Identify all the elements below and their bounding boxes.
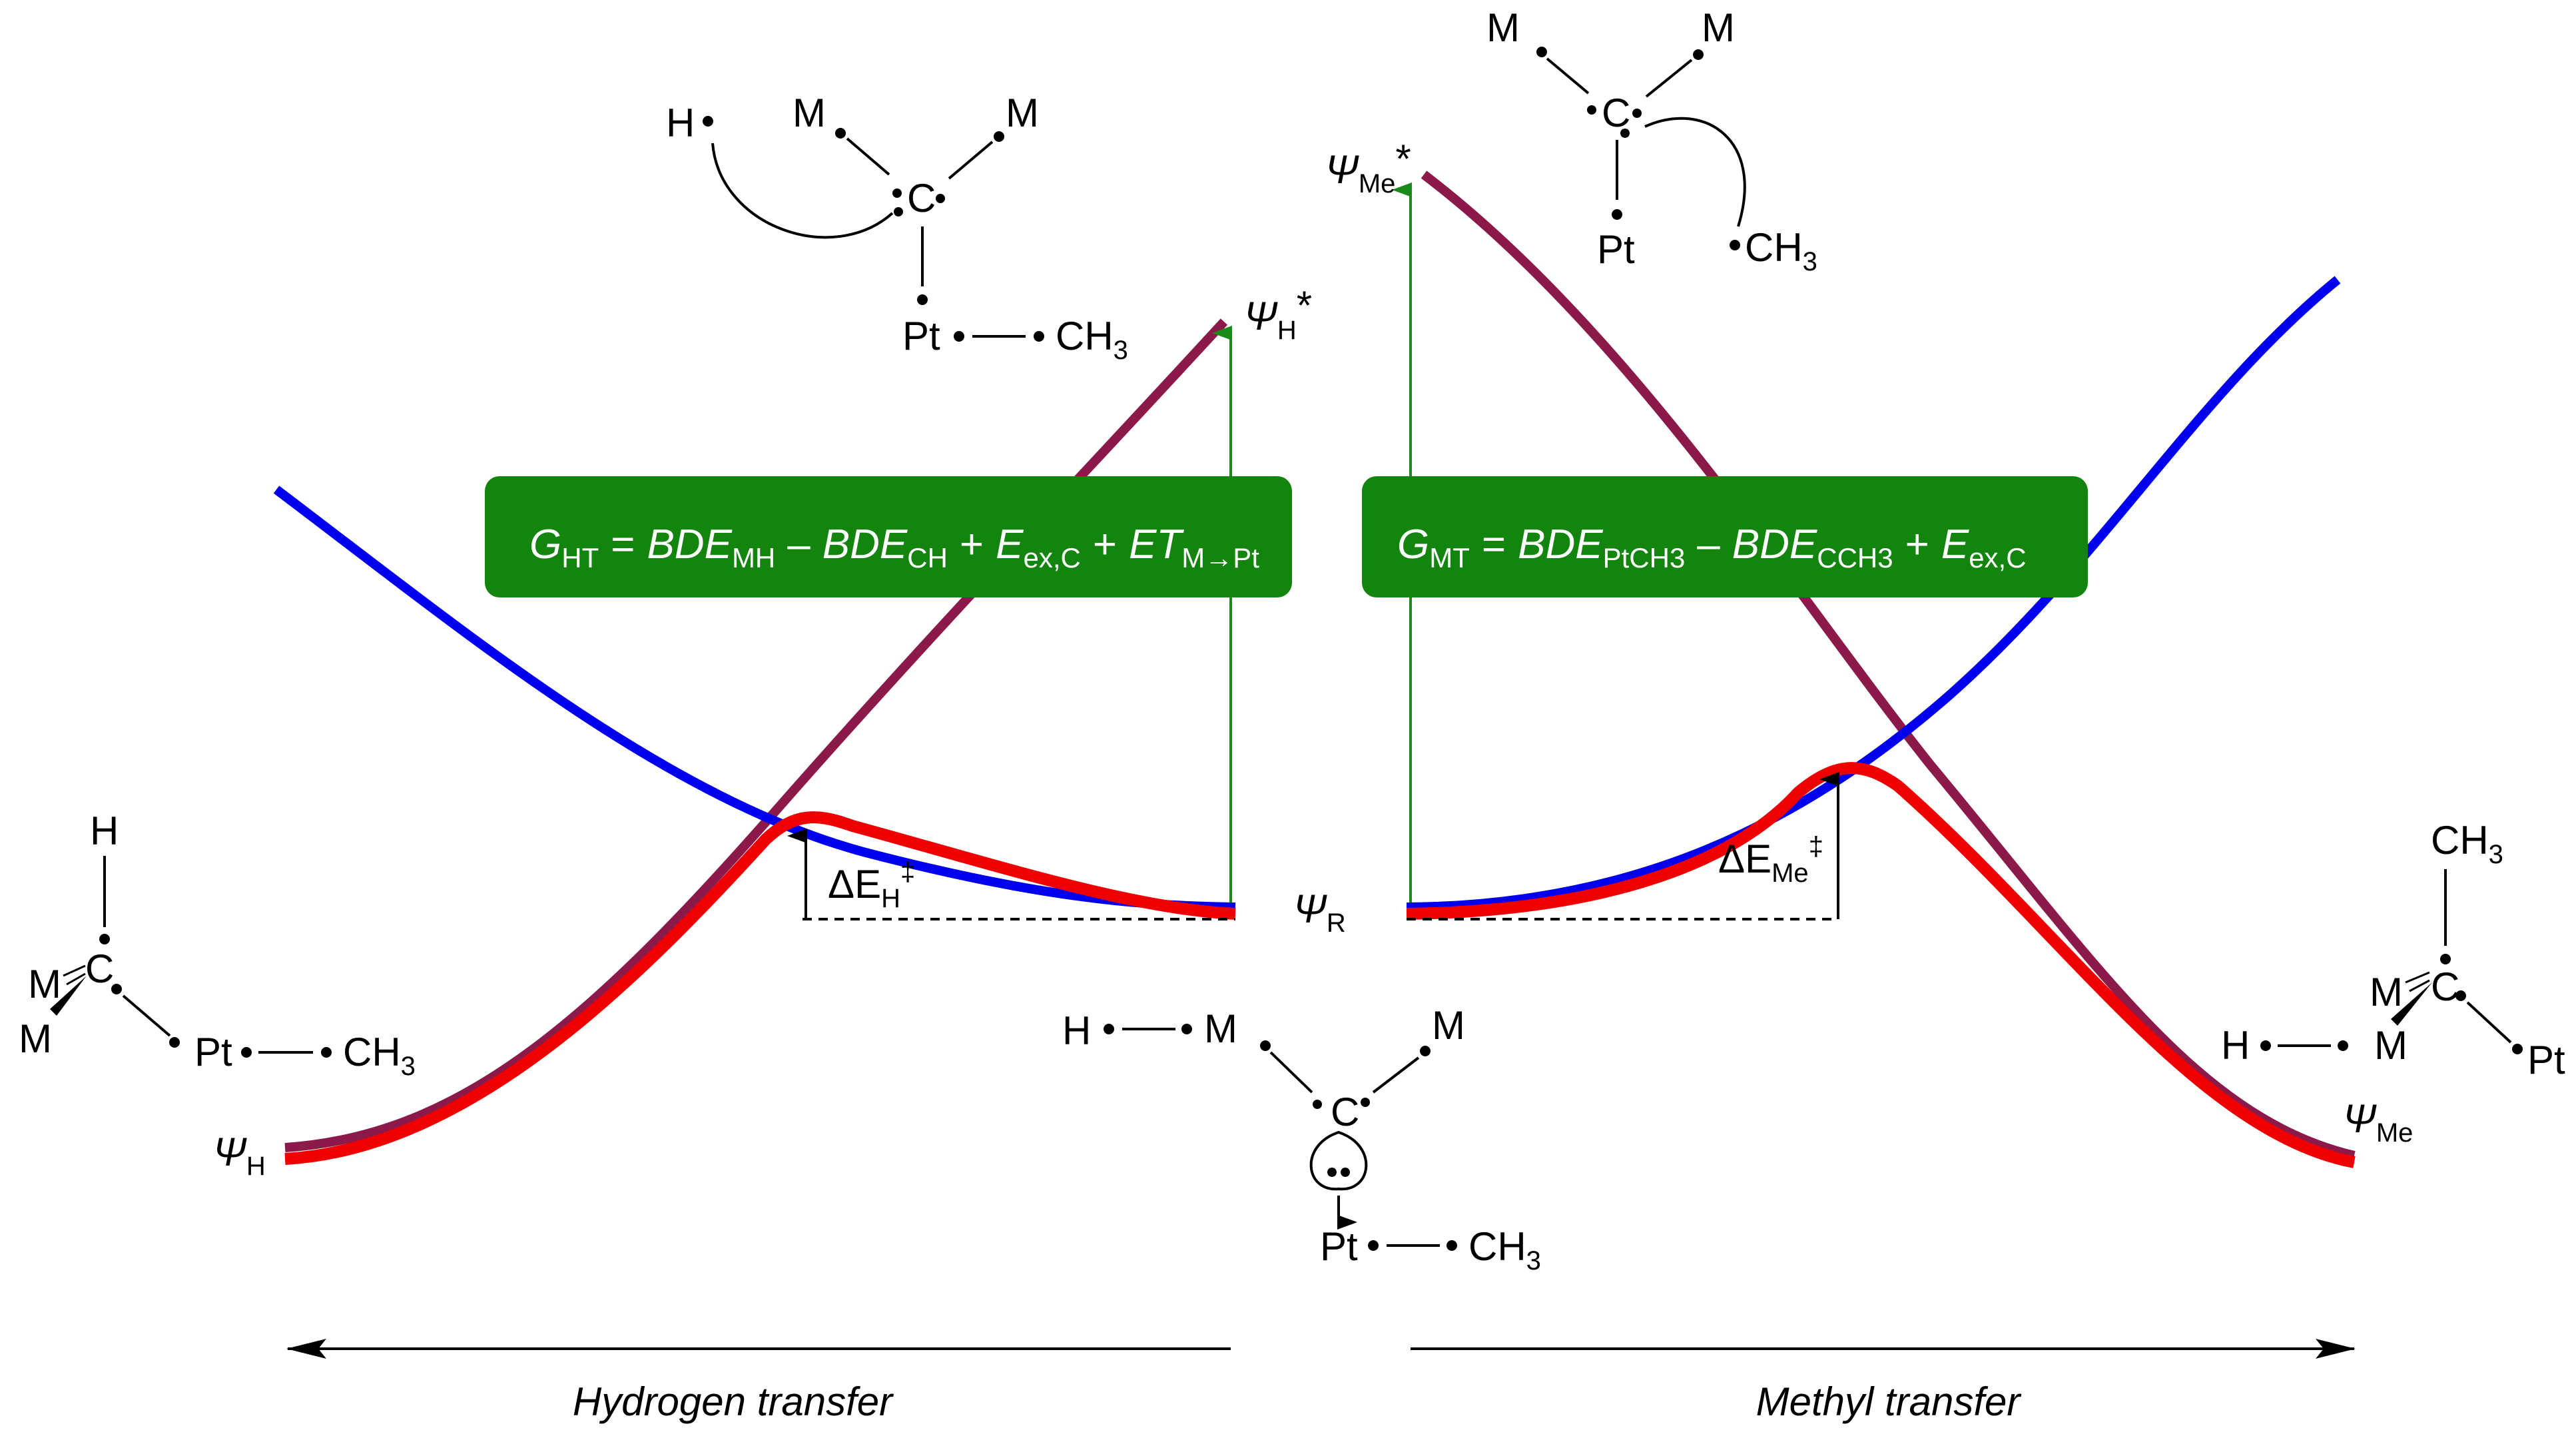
svg-text:H: H	[666, 101, 695, 145]
label-psi-r: ΨR	[1293, 887, 1346, 938]
svg-text:Pt: Pt	[1320, 1224, 1358, 1269]
structure-h-transfer-product: H M C M Pt CH3	[19, 809, 416, 1081]
equation-left: GHT=BDEMH–BDECH+Eex,C+ETM→Pt	[529, 522, 1259, 573]
svg-text:C: C	[1602, 91, 1630, 135]
svg-text:C: C	[2431, 964, 2459, 1009]
label-hydrogen-transfer: Hydrogen transfer	[573, 1379, 894, 1424]
equation-box-left	[485, 476, 1292, 597]
svg-text:M: M	[2374, 1023, 2408, 1068]
svg-text:M: M	[2370, 970, 2403, 1014]
label-psi-me-star: ΨMe*	[1325, 137, 1411, 198]
equation-box-right	[1362, 476, 2088, 597]
svg-text:CH3: CH3	[1468, 1224, 1541, 1275]
svg-text:H: H	[2221, 1023, 2250, 1068]
svg-text:M: M	[1204, 1006, 1237, 1051]
svg-text:H: H	[1062, 1008, 1091, 1053]
svg-text:CH3: CH3	[1056, 314, 1128, 365]
svg-text:C: C	[1331, 1090, 1359, 1134]
svg-text:Pt: Pt	[194, 1030, 232, 1074]
label-barrier-h: ΔEH‡	[828, 857, 915, 913]
psi-r-diabatic-curve-right	[1406, 276, 2341, 912]
svg-text:M: M	[28, 962, 61, 1006]
label-psi-h: ΨH	[213, 1130, 266, 1181]
svg-text:M: M	[1702, 5, 1735, 50]
structure-me-transfer-top: M M C Pt CH3	[1486, 5, 1817, 276]
svg-text:M: M	[1486, 5, 1520, 50]
psi-me-diabatic-curve	[1421, 171, 2356, 1160]
svg-text:CH3: CH3	[1745, 225, 1817, 276]
psi-h-diabatic-curve	[284, 318, 1228, 1152]
svg-text:M: M	[1432, 1003, 1465, 1048]
svg-text:C: C	[907, 176, 936, 220]
ground-state-curve-left	[284, 811, 1236, 1165]
svg-text:CH3: CH3	[2431, 818, 2503, 869]
ground-state-curve-right	[1406, 762, 2356, 1168]
structure-reactant: H M M C Pt CH3	[1062, 1003, 1541, 1275]
svg-text:M: M	[19, 1016, 52, 1061]
svg-text:C: C	[85, 946, 114, 991]
svg-text:CH3: CH3	[343, 1030, 416, 1081]
svg-text:M: M	[793, 91, 826, 135]
svg-text:H: H	[90, 809, 119, 853]
svg-text:M: M	[1006, 91, 1039, 135]
label-methyl-transfer: Methyl transfer	[1756, 1379, 2022, 1424]
label-psi-h-star: ΨH*	[1244, 283, 1312, 345]
svg-text:Pt: Pt	[902, 314, 940, 358]
label-psi-me: ΨMe	[2343, 1096, 2413, 1148]
label-barrier-me: ΔEMe‡	[1718, 832, 1823, 888]
equation-right: GMT=BDEPtCH3–BDECCH3+Eex,C	[1397, 522, 2027, 573]
structure-me-transfer-product: CH3 C M M H Pt	[2221, 818, 2565, 1082]
structure-h-transfer-top: H M M C Pt CH3	[666, 91, 1128, 365]
svg-text:Pt: Pt	[2527, 1038, 2565, 1082]
svg-text:Pt: Pt	[1597, 227, 1635, 272]
